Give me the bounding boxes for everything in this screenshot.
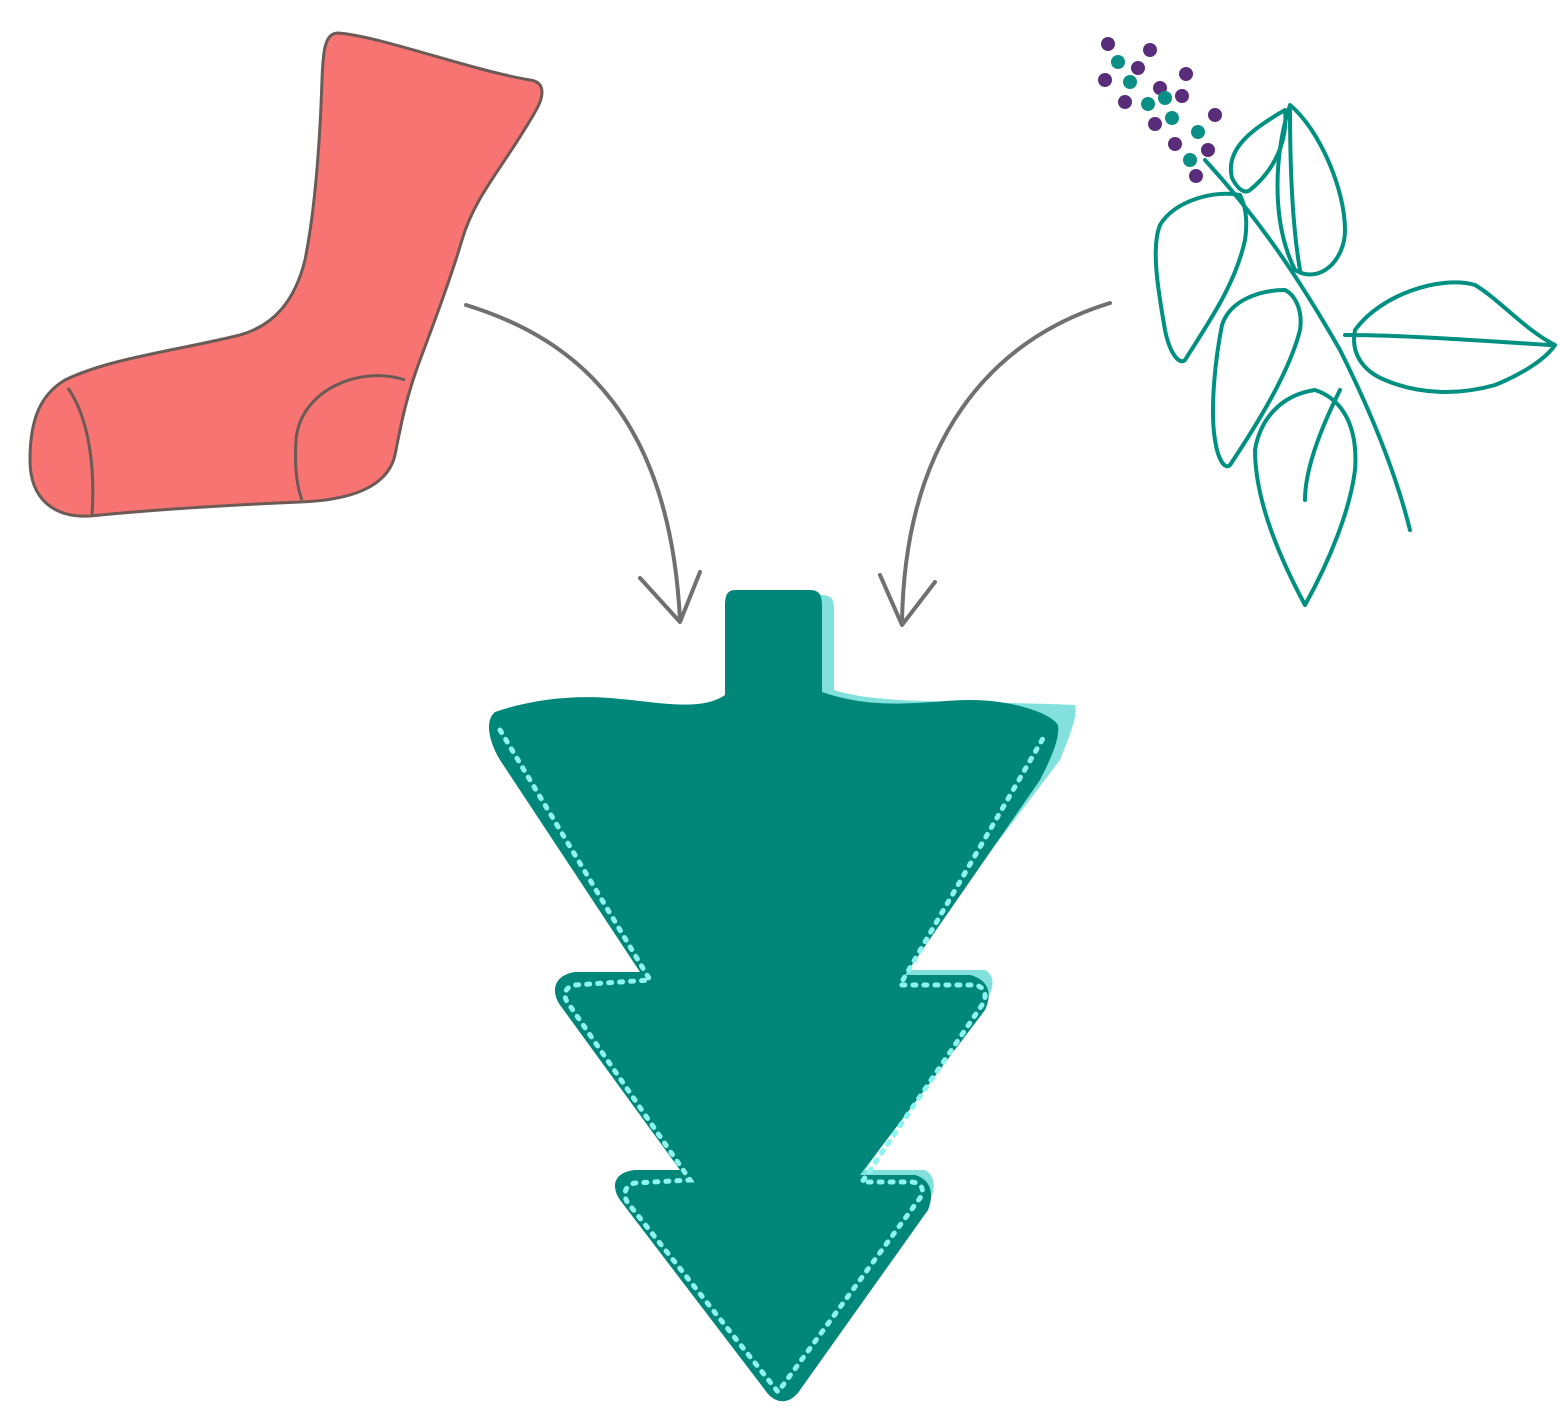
herb-leaf-vein — [1305, 390, 1340, 500]
tree-shaped-sachet-icon — [489, 590, 1076, 1401]
herb-leaf-vein — [1290, 110, 1300, 270]
arrow-sock-to-product — [466, 305, 700, 622]
sock-icon — [30, 33, 542, 516]
arrow-herb-to-product — [880, 303, 1110, 625]
sachet-body — [489, 590, 1058, 1401]
herb-leaf — [1156, 194, 1246, 362]
sock-body — [30, 33, 542, 516]
herb-leaf — [1278, 105, 1346, 274]
herb-sprig-icon — [1098, 37, 1555, 605]
arrow-head — [880, 575, 935, 625]
herb-leaf-vein — [1345, 335, 1550, 345]
arrow-head — [640, 572, 700, 622]
arrow-line — [902, 303, 1110, 622]
arrow-line — [466, 305, 680, 620]
